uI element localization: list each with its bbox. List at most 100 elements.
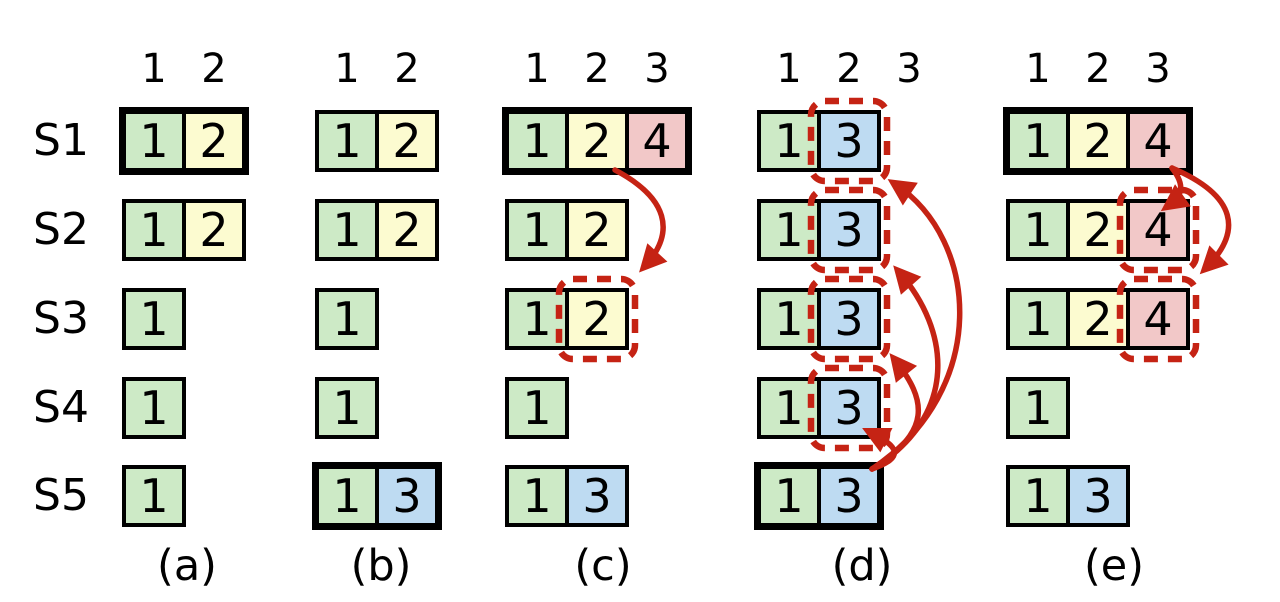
panel-caption-a: (a)	[157, 541, 217, 591]
cell-value: 1	[1023, 292, 1053, 346]
panel-b-column-header-1: 1	[334, 46, 360, 92]
cell-value: 1	[139, 469, 169, 523]
cell-c-s1-col2: 2	[569, 114, 625, 168]
cell-c-s1-col3: 4	[629, 114, 685, 168]
panel-c-row-s4: 1	[505, 377, 569, 439]
cell-a-s1-col2: 2	[186, 114, 242, 168]
cell-value: 2	[392, 203, 422, 257]
cell-b-s1-col2: 2	[379, 114, 435, 168]
cell-value: 1	[522, 292, 552, 346]
cell-b-s2-col1: 1	[319, 203, 375, 257]
cell-d-s5-col2: 3	[821, 469, 877, 523]
cell-a-s4-col1: 1	[126, 381, 182, 435]
cell-value: 1	[139, 292, 169, 346]
panel-e-row-s4: 1	[1006, 377, 1070, 439]
cell-value: 1	[522, 203, 552, 257]
cell-value: 2	[582, 203, 612, 257]
cell-d-s1-col1: 1	[761, 114, 817, 168]
cell-value: 1	[332, 381, 362, 435]
cell-value: 1	[774, 292, 804, 346]
cell-value: 2	[392, 114, 422, 168]
cell-e-s2-col2: 2	[1070, 203, 1126, 257]
cell-b-s4-col1: 1	[319, 381, 375, 435]
panel-d-column-header-1: 1	[776, 46, 802, 92]
cell-e-s1-col3: 4	[1130, 114, 1186, 168]
cell-value: 1	[522, 469, 552, 523]
row-label-s4: S4	[33, 382, 89, 433]
cell-value: 1	[332, 114, 362, 168]
panel-caption-c: (c)	[574, 541, 632, 591]
panel-a-column-header-2: 2	[201, 46, 227, 92]
cell-value: 3	[834, 469, 864, 523]
row-label-s5: S5	[33, 470, 89, 521]
transfer-arrow-d-s5-to-s1	[869, 179, 963, 472]
panel-e-column-header-2: 2	[1085, 46, 1111, 92]
panel-c-column-header-3: 3	[644, 46, 670, 92]
transfer-arrow-d-s5-to-s2	[869, 265, 941, 472]
cell-c-s1-col1: 1	[509, 114, 565, 168]
cell-value: 1	[1023, 469, 1053, 523]
cell-value: 3	[834, 292, 864, 346]
cell-value: 3	[582, 469, 612, 523]
panel-a-row-s3: 1	[122, 288, 186, 350]
cell-d-s1-col2: 3	[821, 114, 877, 168]
cell-c-s5-col2: 3	[569, 469, 625, 523]
cell-value: 2	[1083, 203, 1113, 257]
panel-d-column-header-3: 3	[896, 46, 922, 92]
panel-a-row-s5: 1	[122, 465, 186, 527]
cell-value: 4	[1143, 292, 1173, 346]
cell-value: 1	[1023, 203, 1053, 257]
panel-caption-b: (b)	[350, 541, 412, 591]
cell-c-s4-col1: 1	[509, 381, 565, 435]
cell-a-s2-col2: 2	[186, 203, 242, 257]
cell-e-s4-col1: 1	[1010, 381, 1066, 435]
cell-value: 1	[139, 381, 169, 435]
cell-d-s4-col2: 3	[821, 381, 877, 435]
cell-e-s2-col1: 1	[1010, 203, 1066, 257]
cell-c-s5-col1: 1	[509, 469, 565, 523]
row-label-s2: S2	[33, 204, 89, 255]
cell-value: 1	[1023, 114, 1053, 168]
cell-value: 3	[1083, 469, 1113, 523]
panel-caption-d: (d)	[831, 541, 893, 591]
cell-d-s2-col1: 1	[761, 203, 817, 257]
cell-value: 2	[1083, 114, 1113, 168]
cell-value: 1	[1023, 381, 1053, 435]
cell-value: 2	[199, 203, 229, 257]
panel-a-row-s4: 1	[122, 377, 186, 439]
cell-value: 1	[774, 203, 804, 257]
cell-c-s2-col2: 2	[569, 203, 625, 257]
cell-value: 4	[642, 114, 672, 168]
cell-value: 1	[332, 203, 362, 257]
cell-value: 4	[1143, 114, 1173, 168]
panel-b-row-s4: 1	[315, 377, 379, 439]
panel-b-row-s3: 1	[315, 288, 379, 350]
cell-e-s2-col3: 4	[1130, 203, 1186, 257]
cell-b-s5-col1: 1	[319, 469, 375, 523]
cell-e-s3-col1: 1	[1010, 292, 1066, 346]
cell-e-s3-col3: 4	[1130, 292, 1186, 346]
cell-value: 2	[1083, 292, 1113, 346]
cell-value: 2	[199, 114, 229, 168]
cell-c-s3-col1: 1	[509, 292, 565, 346]
cell-b-s5-col2: 3	[379, 469, 435, 523]
cell-value: 1	[774, 114, 804, 168]
cell-value: 3	[834, 203, 864, 257]
cell-d-s4-col1: 1	[761, 381, 817, 435]
cell-value: 1	[774, 469, 804, 523]
cell-a-s2-col1: 1	[126, 203, 182, 257]
panel-c-column-header-2: 2	[584, 46, 610, 92]
